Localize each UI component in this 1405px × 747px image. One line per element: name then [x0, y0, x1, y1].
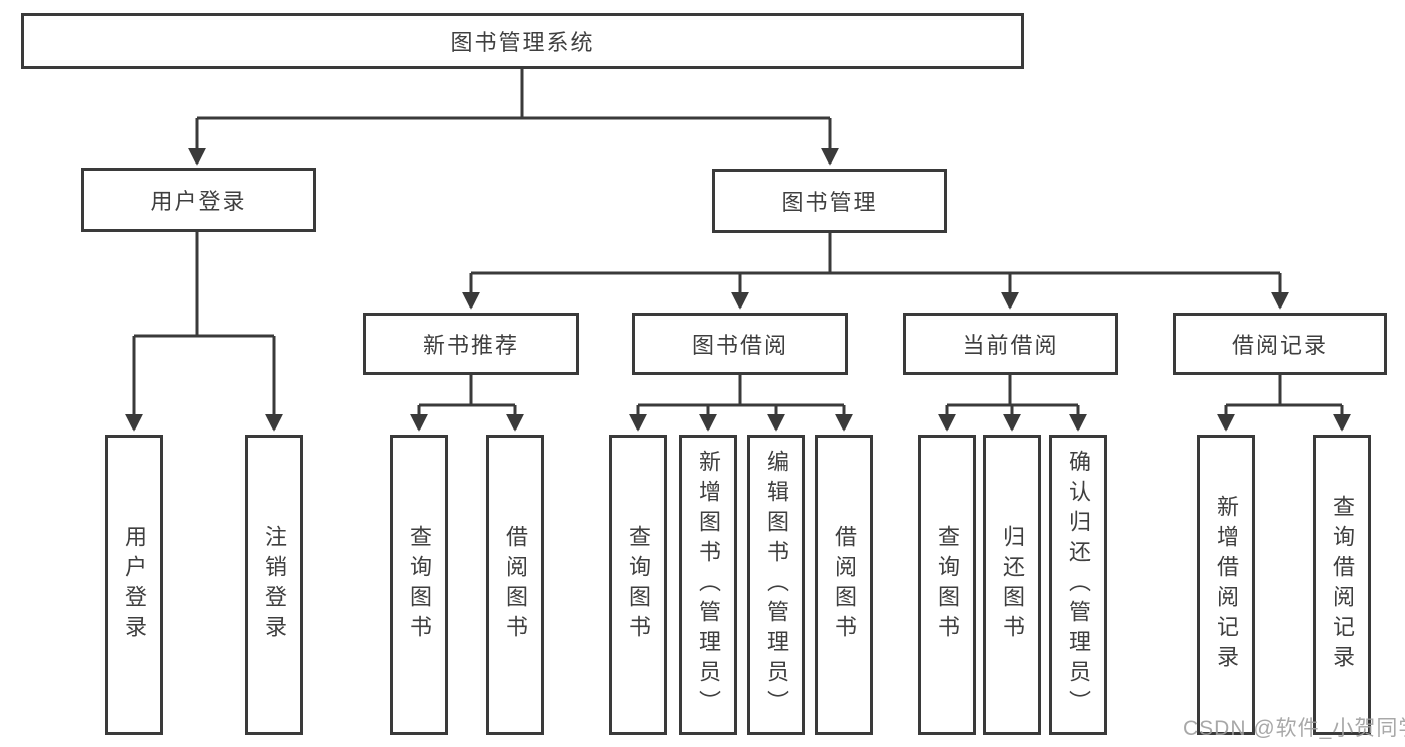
node-book-management: 图书管理 — [712, 169, 947, 233]
leaf-borrow-borrow-books-label: 借阅图书 — [832, 525, 857, 645]
node-current-borrow-label: 当前借阅 — [962, 333, 1059, 358]
connector-bookborrow-rail — [638, 375, 844, 407]
leaf-new-query-books: 查询图书 — [390, 435, 448, 735]
leaf-borrow-edit-books-admin-label: 编辑图书（管理员） — [764, 450, 789, 720]
leaf-borrow-add-books-admin-label: 新增图书（管理员） — [696, 450, 721, 720]
connector-current-rail — [947, 375, 1078, 407]
connector-root-rail — [197, 69, 830, 120]
node-new-books: 新书推荐 — [363, 313, 579, 375]
csdn-watermark: CSDN @软件_小贺同学 — [1183, 717, 1405, 740]
leaf-records-query-record-label: 查询借阅记录 — [1330, 495, 1355, 675]
leaf-current-return-books-label: 归还图书 — [1000, 525, 1025, 645]
node-borrow-records-label: 借阅记录 — [1231, 333, 1328, 358]
leaf-borrow-edit-books-admin: 编辑图书（管理员） — [747, 435, 805, 735]
leaf-current-confirm-return-admin: 确认归还（管理员） — [1049, 435, 1107, 735]
node-borrow-records: 借阅记录 — [1173, 313, 1387, 375]
connector-records-rail — [1226, 375, 1342, 407]
node-book-borrow-label: 图书借阅 — [691, 333, 788, 358]
leaf-user-login-label: 用户登录 — [122, 525, 147, 645]
leaf-logout-label: 注销登录 — [262, 525, 287, 645]
leaf-user-login: 用户登录 — [105, 435, 163, 735]
leaf-records-add-record: 新增借阅记录 — [1197, 435, 1255, 735]
leaf-borrow-query-books-label: 查询图书 — [626, 525, 651, 645]
leaf-borrow-add-books-admin: 新增图书（管理员） — [679, 435, 737, 735]
leaf-current-return-books: 归还图书 — [983, 435, 1041, 735]
node-book-borrow: 图书借阅 — [632, 313, 848, 375]
leaf-records-add-record-label: 新增借阅记录 — [1214, 495, 1239, 675]
node-user-login-label: 用户登录 — [150, 189, 247, 214]
leaf-new-query-books-label: 查询图书 — [407, 525, 432, 645]
leaf-borrow-borrow-books: 借阅图书 — [815, 435, 873, 735]
node-root-label: 图书管理系统 — [450, 30, 595, 55]
leaf-new-borrow-books: 借阅图书 — [486, 435, 544, 735]
node-current-borrow: 当前借阅 — [903, 313, 1118, 375]
leaf-borrow-query-books: 查询图书 — [609, 435, 667, 735]
node-book-management-label: 图书管理 — [781, 190, 878, 215]
leaf-new-borrow-books-label: 借阅图书 — [503, 525, 528, 645]
node-user-login: 用户登录 — [81, 168, 316, 232]
connector-newbooks-rail — [419, 375, 515, 407]
connector-book-rail — [471, 233, 1280, 275]
leaf-current-confirm-return-admin-label: 确认归还（管理员） — [1066, 450, 1091, 720]
connector-user-rail — [134, 232, 274, 338]
leaf-current-query-books-label: 查询图书 — [935, 525, 960, 645]
leaf-records-query-record: 查询借阅记录 — [1313, 435, 1371, 735]
node-new-books-label: 新书推荐 — [422, 333, 519, 358]
leaf-logout: 注销登录 — [245, 435, 303, 735]
node-root: 图书管理系统 — [21, 13, 1024, 69]
leaf-current-query-books: 查询图书 — [918, 435, 976, 735]
